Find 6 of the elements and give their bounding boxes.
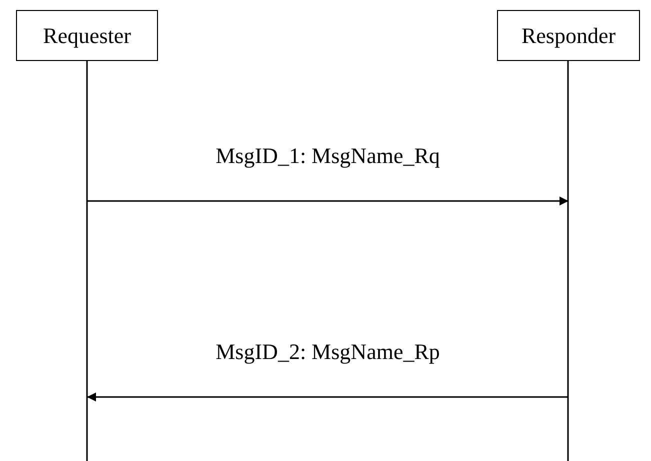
message-label: MsgID_1: MsgName_Rq	[216, 143, 440, 169]
message-label: MsgID_2: MsgName_Rp	[216, 339, 440, 365]
message-arrow	[87, 196, 568, 206]
participant-name: Responder	[521, 22, 616, 48]
message-arrow	[87, 392, 568, 402]
participant-name: Requester	[43, 22, 131, 48]
